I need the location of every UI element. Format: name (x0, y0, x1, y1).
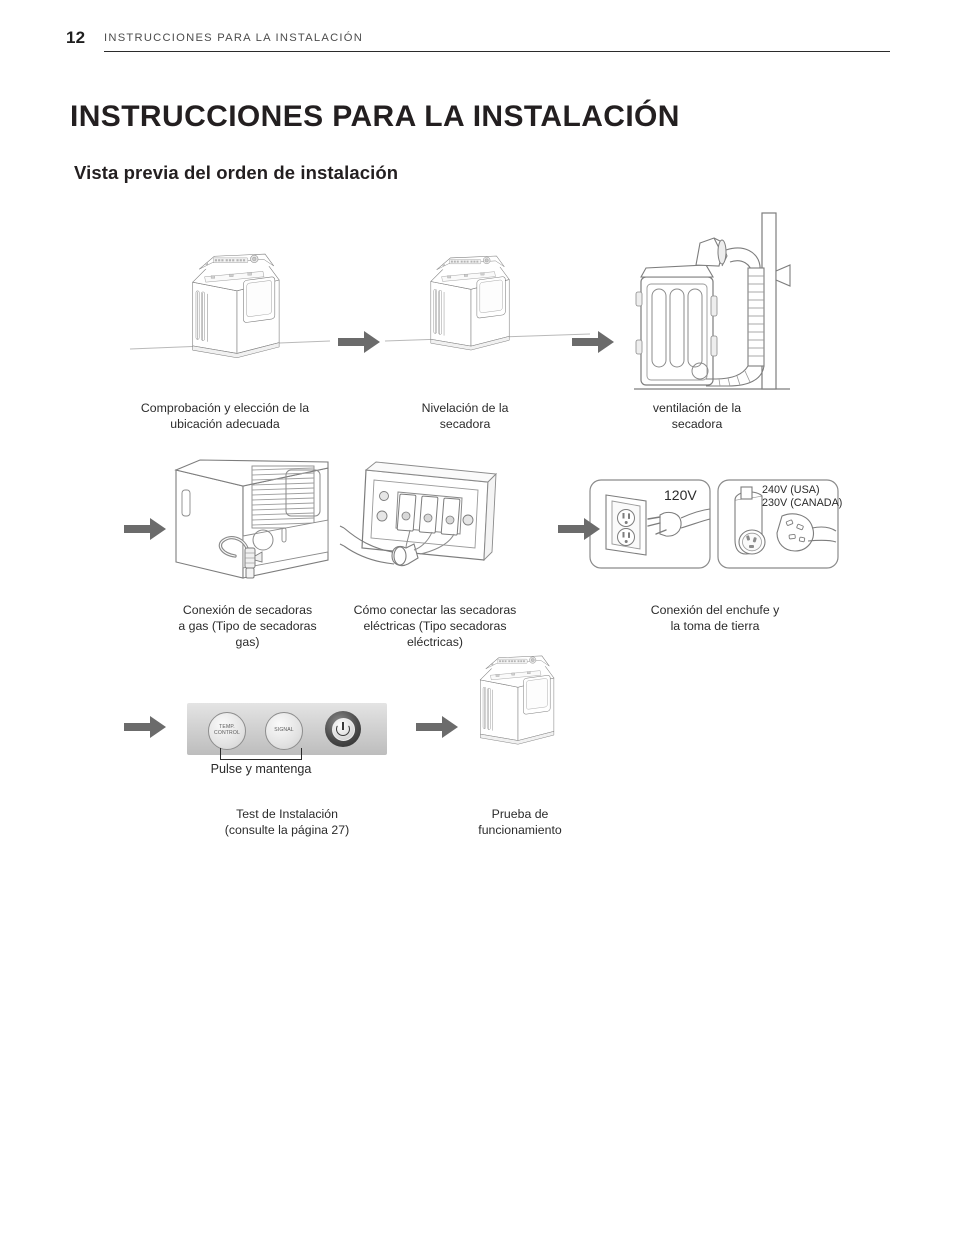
page-header: 12 INSTRUCCIONES PARA LA INSTALACIÓN (66, 28, 890, 58)
press-and-hold-label: Pulse y mantenga (210, 762, 312, 776)
dryer-control-panel: TEMP. CONTROL SIGNAL (187, 703, 387, 755)
step-caption-ubicacion: Comprobación y elección de la ubicación … (140, 401, 310, 432)
voltage-label-240v: 240V (USA) 230V (CANADA) (762, 484, 843, 509)
flow-arrow-5 (124, 716, 166, 738)
signal-knob[interactable]: SIGNAL (265, 712, 303, 750)
signal-label: SIGNAL (274, 727, 294, 734)
power-button[interactable] (325, 711, 361, 747)
chapter-title: INSTRUCCIONES PARA LA INSTALACIÓN (70, 100, 680, 133)
step-caption-gas: Conexión de secadoras a gas (Tipo de sec… (178, 603, 317, 650)
step-caption-funcionamiento: Prueba de funcionamiento (478, 807, 562, 838)
press-hold-bracket (220, 748, 302, 760)
temp-control-label: TEMP. CONTROL (214, 724, 240, 736)
power-icon (331, 717, 355, 741)
section-title: Vista previa del orden de instalación (74, 162, 399, 183)
temp-control-knob[interactable]: TEMP. CONTROL (208, 712, 246, 750)
step-caption-electrica: Cómo conectar las secadoras eléctricas (… (353, 603, 517, 650)
step-caption-test: Test de Instalación (consulte la página … (224, 807, 350, 838)
flow-arrow-6 (416, 716, 458, 738)
step-caption-enchufe: Conexión del enchufe y la toma de tierra (650, 603, 780, 634)
running-header-title: INSTRUCCIONES PARA LA INSTALACIÓN (104, 32, 364, 44)
header-divider (104, 51, 890, 52)
flow-arrow-3 (124, 518, 166, 540)
step-caption-nivelacion: Nivelación de la secadora (421, 401, 509, 432)
voltage-label-120v: 120V (664, 487, 697, 503)
page-number: 12 (66, 28, 86, 47)
step-caption-ventilacion: ventilación de la secadora (652, 401, 742, 432)
flow-arrow-1 (338, 331, 380, 353)
